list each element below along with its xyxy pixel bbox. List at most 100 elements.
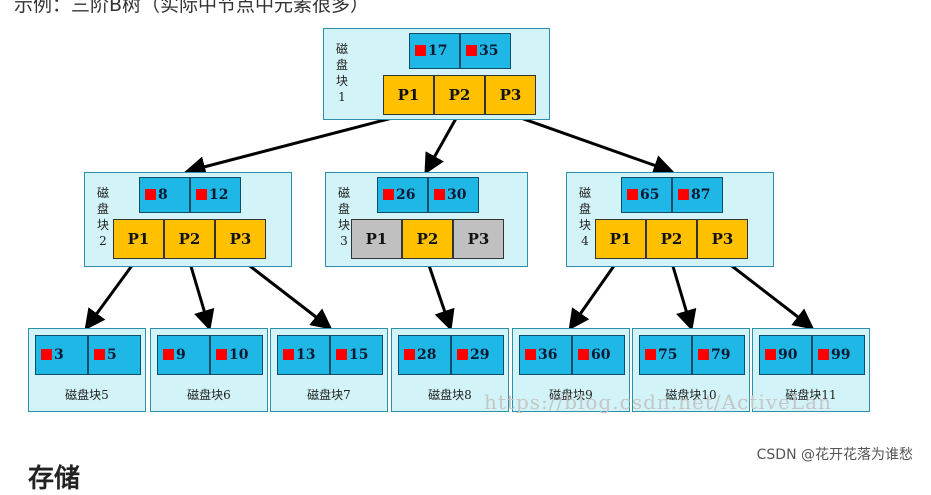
pointer-marker xyxy=(383,189,394,200)
key-cell: 13 xyxy=(277,335,330,375)
key-cell: 26 xyxy=(377,177,428,213)
pointer-cell-p1: P1 xyxy=(595,219,646,259)
block-label-char: 磁 xyxy=(337,186,350,200)
tree-edges xyxy=(84,112,815,332)
pointer-cell-p3: P3 xyxy=(697,219,748,259)
pointer-marker xyxy=(336,349,347,360)
key-cell: 99 xyxy=(812,335,865,375)
key-cell: 29 xyxy=(451,335,504,375)
block-label: 磁盘块7 xyxy=(307,388,351,402)
diagram-caption: 示例：三阶B树（实际中节点中元素很多） xyxy=(14,0,370,16)
block-label-char: 块 xyxy=(578,218,591,232)
key-value: 9 xyxy=(176,347,186,363)
key-cell: 65 xyxy=(621,177,672,213)
key-cell: 60 xyxy=(572,335,625,375)
pointer-cell-p2: P2 xyxy=(434,75,485,115)
key-value: 29 xyxy=(470,347,490,363)
csdn-credit: CSDN @花开花落为谁愁 xyxy=(756,447,913,463)
block-label-char: 1 xyxy=(338,90,346,104)
key-cell: 8 xyxy=(139,177,190,213)
edge-arrow xyxy=(84,257,139,331)
key-value: 13 xyxy=(296,347,316,363)
key-value: 87 xyxy=(691,187,711,203)
key-cell: 30 xyxy=(428,177,479,213)
edge-arrow xyxy=(425,257,455,331)
pointer-cell-p2: P2 xyxy=(402,219,453,259)
edge-arrow xyxy=(424,113,460,175)
pointer-marker xyxy=(678,189,689,200)
block-label: 磁盘块6 xyxy=(187,388,231,402)
pointer-cell-p3: P3 xyxy=(485,75,536,115)
key-value: 17 xyxy=(428,43,448,59)
block-label-char: 磁 xyxy=(335,42,348,56)
pointer-marker xyxy=(283,349,294,360)
key-value: 28 xyxy=(417,347,437,363)
pointer-marker xyxy=(698,349,709,360)
key-value: 99 xyxy=(831,347,851,363)
key-value: 10 xyxy=(229,347,249,363)
block-label-char: 磁 xyxy=(96,186,109,200)
key-cell: 79 xyxy=(692,335,745,375)
disk-block-8: 28 29 磁盘块8 xyxy=(391,328,509,412)
block-label: 磁盘块10 xyxy=(665,388,717,402)
pointer-label: P2 xyxy=(448,86,471,104)
key-value: 12 xyxy=(209,187,229,203)
pointer-marker xyxy=(466,45,477,56)
watermark: https://blog.csdn.net/ActiveLan xyxy=(484,390,832,414)
edge-arrow xyxy=(187,257,215,332)
pointer-label: P3 xyxy=(711,230,734,248)
pointer-marker xyxy=(41,349,52,360)
block-label-char: 盘 xyxy=(335,58,348,72)
key-value: 26 xyxy=(396,187,416,203)
pointer-cell-p1: P1 xyxy=(383,75,434,115)
pointer-marker xyxy=(818,349,829,360)
pointer-cell-p2: P2 xyxy=(646,219,697,259)
edge-arrow xyxy=(568,257,621,331)
pointer-cell-p3: P3 xyxy=(215,219,266,259)
block-label: 磁盘块9 xyxy=(549,388,593,402)
edge-arrow xyxy=(508,112,675,176)
pointer-label: P2 xyxy=(178,230,201,248)
block-label-char: 磁 xyxy=(578,186,591,200)
disk-block-9: 36 60 磁盘块9 xyxy=(512,328,630,412)
key-value: 36 xyxy=(538,347,558,363)
block-label-char: 3 xyxy=(340,234,348,248)
pointer-marker xyxy=(163,349,174,360)
block-label-char: 块 xyxy=(335,74,348,88)
block-label: 磁盘块5 xyxy=(65,388,109,402)
key-value: 3 xyxy=(54,347,64,363)
key-cell: 87 xyxy=(672,177,723,213)
key-cell: 35 xyxy=(460,33,511,69)
pointer-label: P1 xyxy=(609,230,632,248)
edge-arrow xyxy=(720,256,815,330)
block-label: 磁盘块8 xyxy=(428,388,472,402)
pointer-marker xyxy=(645,349,656,360)
key-value: 60 xyxy=(591,347,611,363)
pointer-label: P1 xyxy=(127,230,150,248)
pointer-label: P3 xyxy=(499,86,522,104)
key-value: 15 xyxy=(349,347,369,363)
disk-block-6: 9 10 磁盘块6 xyxy=(150,328,268,412)
key-value: 35 xyxy=(479,43,499,59)
pointer-marker xyxy=(434,189,445,200)
key-cell: 12 xyxy=(190,177,241,213)
pointer-label: P2 xyxy=(660,230,683,248)
block-label: 磁盘块11 xyxy=(785,388,837,402)
pointer-marker xyxy=(216,349,227,360)
key-value: 8 xyxy=(158,187,168,203)
key-cell: 9 xyxy=(157,335,210,375)
key-cell: 15 xyxy=(330,335,383,375)
key-cell: 3 xyxy=(35,335,88,375)
key-cell: 17 xyxy=(409,33,460,69)
block-label-char: 2 xyxy=(99,234,107,248)
key-cell: 75 xyxy=(639,335,692,375)
pointer-marker xyxy=(145,189,156,200)
pointer-cell-p2: P2 xyxy=(164,219,215,259)
